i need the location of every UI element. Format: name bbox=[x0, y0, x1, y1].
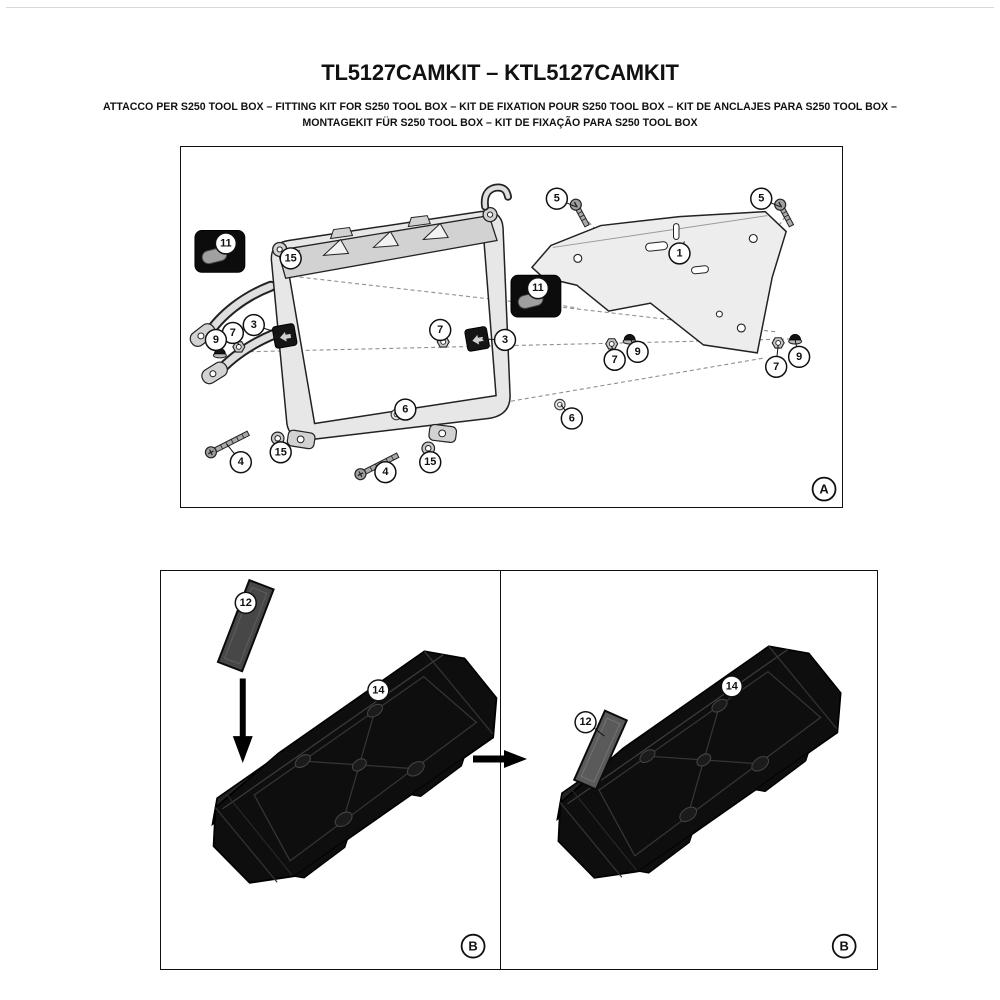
lid-strip-detached bbox=[216, 578, 275, 673]
callout-5: 5 bbox=[750, 187, 773, 210]
panel-b-right: 14 12 B bbox=[501, 571, 877, 969]
svg-text:12: 12 bbox=[579, 716, 591, 728]
svg-text:9: 9 bbox=[796, 351, 802, 363]
svg-text:1: 1 bbox=[676, 247, 682, 259]
subtitle-line-2: MONTAGEKIT FÜR S250 TOOL BOX – KIT DE FI… bbox=[302, 117, 698, 129]
callout-15: 15 bbox=[419, 451, 442, 474]
exploded-diagram: 5 5 1 11 15 11 3 7 9 7 3 7 9 7 9 6 6 4 1… bbox=[189, 183, 837, 502]
panel-b-right-badge: B bbox=[831, 933, 857, 959]
svg-text:5: 5 bbox=[758, 193, 764, 205]
svg-text:15: 15 bbox=[275, 446, 287, 458]
callout-12: 12 bbox=[574, 711, 597, 734]
svg-text:15: 15 bbox=[285, 252, 297, 264]
screw-5 bbox=[774, 198, 795, 228]
callout-9: 9 bbox=[204, 328, 228, 352]
page-top-rule bbox=[6, 7, 994, 8]
svg-text:7: 7 bbox=[773, 361, 779, 373]
callout-11: 11 bbox=[214, 232, 238, 255]
case-step-2: 14 12 B bbox=[535, 627, 863, 959]
rack-bottom-tabs bbox=[286, 423, 458, 450]
svg-text:4: 4 bbox=[382, 466, 389, 478]
callout-14: 14 bbox=[720, 675, 743, 698]
callout-14: 14 bbox=[367, 679, 390, 702]
callout-9: 9 bbox=[626, 340, 649, 364]
svg-text:3: 3 bbox=[502, 334, 508, 346]
svg-text:11: 11 bbox=[220, 237, 232, 249]
callout-6: 6 bbox=[560, 407, 584, 430]
svg-text:12: 12 bbox=[240, 597, 252, 609]
callout-3: 3 bbox=[242, 313, 265, 337]
svg-text:7: 7 bbox=[612, 354, 618, 366]
callout-7: 7 bbox=[428, 318, 452, 342]
callout-9: 9 bbox=[787, 345, 811, 369]
spacer-plate-left bbox=[271, 323, 298, 349]
screw-5 bbox=[569, 198, 590, 228]
svg-text:9: 9 bbox=[213, 334, 219, 346]
panel-b-left-badge: B bbox=[460, 933, 486, 959]
washer-15 bbox=[270, 431, 285, 446]
page-title: TL5127CAMKIT – KTL5127CAMKIT bbox=[321, 60, 679, 85]
callout-7: 7 bbox=[221, 321, 245, 345]
panel-a: 5 5 1 11 15 11 3 7 9 7 3 7 9 7 9 6 6 4 1… bbox=[180, 146, 843, 508]
svg-text:3: 3 bbox=[251, 319, 257, 331]
panel-b: 12 14 B 14 12 B bbox=[160, 570, 878, 970]
callout-12: 12 bbox=[234, 591, 257, 615]
svg-text:7: 7 bbox=[437, 324, 443, 336]
subtitle: ATTACCO PER S250 TOOL BOX – FITTING KIT … bbox=[0, 99, 1000, 131]
lid-strip-attached bbox=[572, 709, 629, 791]
callout-4: 4 bbox=[229, 451, 253, 474]
callout-1: 1 bbox=[668, 242, 691, 265]
svg-text:B: B bbox=[840, 939, 849, 954]
screw-4 bbox=[204, 430, 250, 459]
step-transition-arrow-icon bbox=[473, 750, 527, 768]
svg-text:6: 6 bbox=[402, 404, 408, 416]
callout-7: 7 bbox=[603, 348, 626, 372]
callout-11: 11 bbox=[526, 277, 550, 300]
callout-15: 15 bbox=[279, 247, 302, 270]
callout-5: 5 bbox=[545, 187, 569, 210]
callout-4: 4 bbox=[374, 461, 397, 484]
svg-text:B: B bbox=[468, 939, 477, 954]
svg-text:5: 5 bbox=[554, 193, 560, 205]
svg-text:11: 11 bbox=[532, 282, 544, 294]
svg-text:A: A bbox=[819, 482, 828, 497]
svg-text:15: 15 bbox=[424, 456, 436, 468]
rack-arm-upper bbox=[189, 280, 277, 347]
bracket-plate bbox=[530, 210, 788, 354]
install-arrow-down-icon bbox=[232, 678, 253, 764]
svg-text:4: 4 bbox=[238, 456, 245, 468]
svg-text:7: 7 bbox=[230, 327, 236, 339]
panel-b-left: 12 14 B bbox=[161, 571, 501, 969]
rack-hook bbox=[480, 183, 512, 211]
svg-text:9: 9 bbox=[635, 346, 641, 358]
svg-text:14: 14 bbox=[372, 684, 385, 696]
spacer-plate-right bbox=[464, 326, 490, 352]
case-step-1: 12 14 B bbox=[190, 578, 500, 959]
callout-7: 7 bbox=[764, 355, 788, 378]
subtitle-line-1: ATTACCO PER S250 TOOL BOX – FITTING KIT … bbox=[103, 101, 897, 113]
callout-3: 3 bbox=[493, 328, 517, 352]
callout-15: 15 bbox=[269, 441, 292, 464]
svg-text:14: 14 bbox=[726, 680, 739, 692]
callout-6: 6 bbox=[394, 398, 417, 421]
cap-9 bbox=[788, 334, 803, 345]
svg-text:6: 6 bbox=[569, 412, 575, 424]
nut-7 bbox=[771, 337, 785, 349]
panel-a-badge: A bbox=[811, 476, 837, 502]
